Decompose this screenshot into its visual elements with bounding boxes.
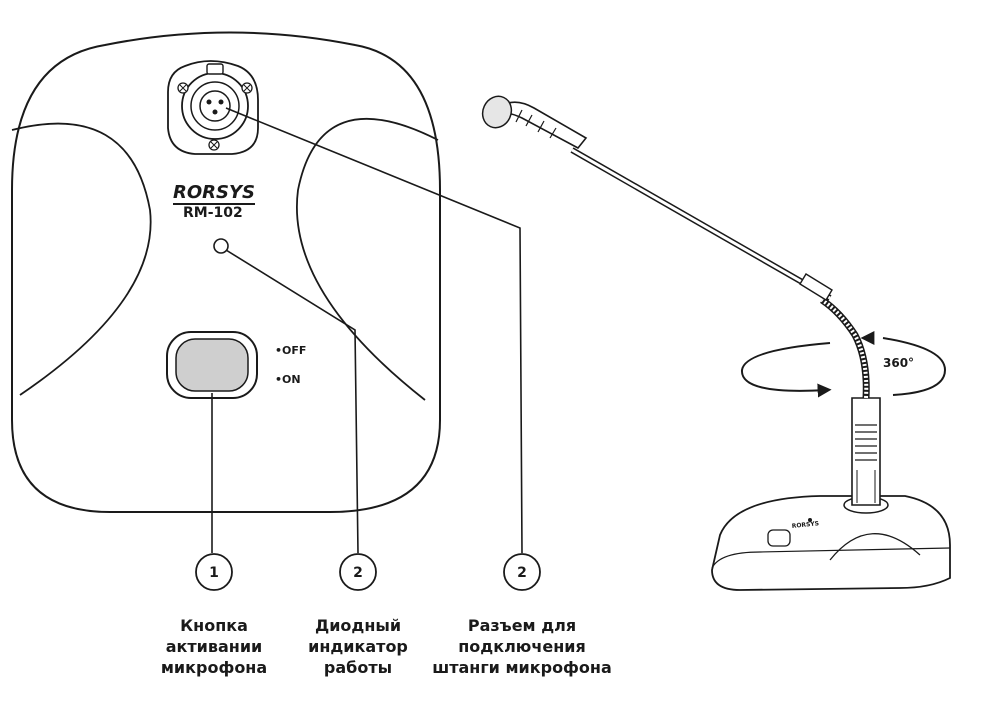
led-indicator — [213, 238, 229, 254]
svg-text:RORSYS: RORSYS — [791, 520, 819, 530]
callout-label-line: микрофона — [160, 658, 268, 677]
rotation-label: 360° — [883, 356, 915, 370]
callout-marker-1 — [195, 553, 233, 591]
model-label: RM-102 — [183, 205, 243, 221]
callout-label-line: индикатор — [308, 637, 408, 656]
callout-label-3: Разъем для подключения штанги микрофона — [432, 615, 612, 678]
switch-off-label: •OFF — [275, 344, 307, 357]
callout-number: 1 — [209, 565, 219, 581]
callout-label-line: штанги микрофона — [432, 658, 612, 677]
screw-icon — [177, 82, 189, 94]
mic-windscreen — [481, 95, 513, 129]
callout-label-2: Диодный индикатор работы — [288, 615, 428, 678]
rotation-indicator — [740, 331, 947, 398]
gooseneck-microphone: RORSYS — [481, 95, 951, 591]
leader-line-3 — [225, 107, 523, 554]
brand-logo-text: RORSYS — [173, 182, 255, 205]
callout-number: 2 — [353, 565, 363, 581]
callout-label-line: Разъем для — [467, 616, 577, 635]
callout-marker-3 — [503, 553, 541, 591]
base-station-top-view — [11, 31, 441, 513]
screw-icon — [241, 82, 253, 94]
rotation-arrow-left — [740, 342, 832, 398]
on-off-button-cap — [175, 338, 249, 392]
mic-stand-base — [711, 495, 951, 591]
callout-label-line: Кнопка — [180, 616, 248, 635]
rotation-arrow-right — [882, 337, 947, 396]
switch-on-label: •ON — [275, 373, 301, 386]
callout-label-line: работы — [323, 658, 393, 677]
mic-head — [499, 101, 588, 150]
mic-base-button — [767, 529, 791, 547]
callout-label-line: Диодный — [314, 616, 402, 635]
callout-label-line: подключения — [458, 637, 586, 656]
callout-number: 2 — [517, 565, 527, 581]
screw-icon — [208, 139, 220, 151]
mic-column — [851, 397, 881, 506]
leader-line-2 — [225, 249, 359, 554]
callout-leaders — [211, 107, 523, 554]
callout-marker-2 — [339, 553, 377, 591]
mic-base-curve — [829, 533, 921, 561]
callout-label-1: Кнопка активании микрофона — [134, 615, 294, 678]
left-curve-panel — [11, 122, 152, 396]
xlr-connector — [167, 60, 259, 155]
callout-label-line: активании — [165, 637, 263, 656]
